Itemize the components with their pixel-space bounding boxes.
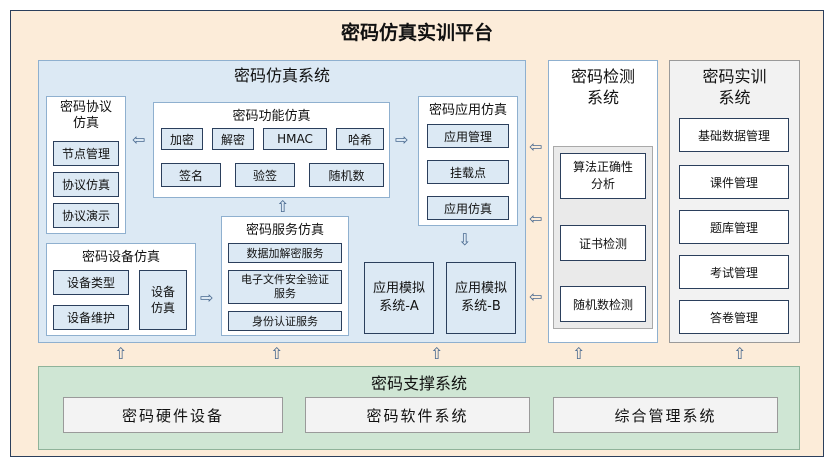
- arrow-up-icon: ⇧: [114, 344, 128, 363]
- arrow-up-icon: ⇧: [430, 344, 444, 363]
- arrow-left-icon: ⇦: [529, 137, 543, 156]
- sim-system-title: 密码仿真系统: [233, 66, 330, 85]
- arrow-up-icon: ⇧: [733, 344, 747, 363]
- protocol-item: 协议演示: [53, 203, 119, 228]
- arrow-left-icon: ⇦: [529, 209, 543, 228]
- app-sim-system-a: 应用模拟 系统-A: [364, 262, 434, 334]
- app-item: 挂载点: [427, 160, 509, 184]
- arrow-left-icon: ⇦: [529, 287, 543, 306]
- app-sim-system-b: 应用模拟 系统-B: [446, 262, 516, 334]
- arrow-right-icon: ⇨: [395, 130, 409, 149]
- func-item: 加密: [161, 128, 203, 150]
- service-item: 数据加解密服务: [228, 243, 342, 263]
- arrow-down-icon: ⇩: [458, 230, 472, 249]
- train-system-title: 密码实训 系统: [702, 67, 767, 107]
- func-item: 验签: [235, 163, 295, 187]
- device-item: 设备类型: [53, 270, 129, 295]
- detect-system-title: 密码检测 系统: [570, 67, 635, 107]
- detect-item: 随机数检测: [560, 286, 646, 322]
- arrow-up-icon: ⇧: [572, 344, 586, 363]
- support-item: 密码硬件设备: [63, 397, 283, 433]
- func-item: 签名: [161, 163, 221, 187]
- func-item: 解密: [212, 128, 254, 150]
- service-sim-title: 密码服务仿真: [245, 222, 324, 238]
- func-item: 随机数: [309, 163, 384, 187]
- protocol-sim-title: 密码协议 仿真: [59, 100, 112, 131]
- service-item: 电子文件安全验证 服务: [228, 270, 342, 304]
- arrow-up-icon: ⇧: [276, 197, 290, 216]
- train-item: 题库管理: [679, 210, 789, 244]
- func-item: 哈希: [336, 128, 384, 150]
- train-item: 基础数据管理: [679, 118, 789, 152]
- arrow-up-icon: ⇧: [270, 344, 284, 363]
- device-item: 设备维护: [53, 305, 129, 330]
- arrow-right-icon: ⇨: [200, 288, 214, 307]
- platform-title: 密码仿真实训平台: [340, 21, 493, 44]
- detect-item: 证书检测: [560, 225, 646, 261]
- device-sim-box: 设备 仿真: [139, 270, 187, 330]
- train-item: 答卷管理: [679, 300, 789, 334]
- train-system-panel: [669, 60, 800, 343]
- protocol-item: 协议仿真: [53, 172, 119, 197]
- support-item: 密码软件系统: [305, 397, 530, 433]
- app-item: 应用仿真: [427, 196, 509, 220]
- train-item: 考试管理: [679, 255, 789, 289]
- app-item: 应用管理: [427, 124, 509, 148]
- func-sim-title: 密码功能仿真: [232, 108, 311, 124]
- support-system-title: 密码支撑系统: [370, 374, 467, 393]
- arrow-left-icon: ⇦: [132, 130, 146, 149]
- app-sim-title: 密码应用仿真: [428, 102, 507, 118]
- service-item: 身份认证服务: [228, 311, 342, 331]
- support-item: 综合管理系统: [553, 397, 778, 433]
- protocol-item: 节点管理: [53, 141, 119, 166]
- train-item: 课件管理: [679, 165, 789, 199]
- detect-item: 算法正确性 分析: [560, 153, 646, 199]
- device-sim-title: 密码设备仿真: [81, 249, 160, 265]
- func-item: HMAC: [263, 128, 327, 150]
